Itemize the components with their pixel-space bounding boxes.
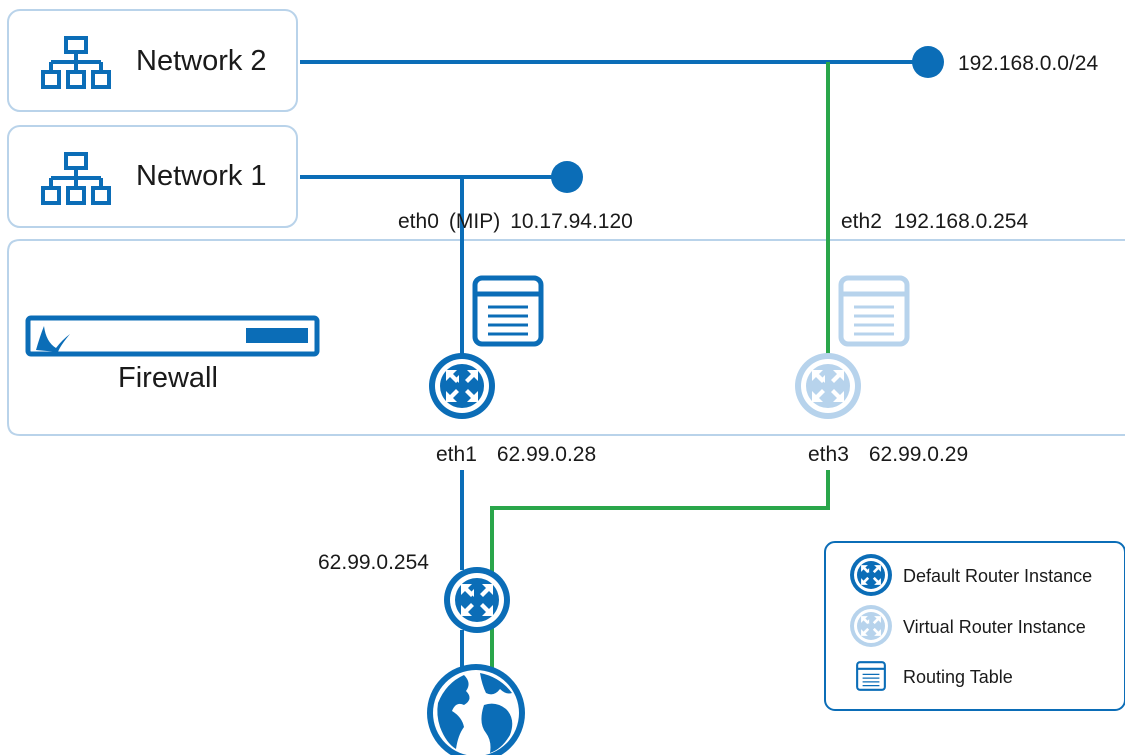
firewall-label: Firewall (118, 362, 218, 394)
router-icon (850, 605, 892, 647)
network1-endpoint (551, 161, 583, 193)
network2-endpoint (912, 46, 944, 78)
legend-routing-table-label: Routing Table (903, 667, 1013, 687)
eth3-link (490, 470, 830, 672)
routing-table-icon (841, 278, 907, 344)
legend: Default Router Instance Virtual Router I… (824, 541, 1125, 711)
network2-subnet: 192.168.0.0/24 (958, 52, 1098, 75)
eth0-label: eth0(MIP)10.17.94.120 (398, 210, 633, 233)
upstream-router-ip: 62.99.0.254 (318, 551, 429, 574)
legend-virtual-router-label: Virtual Router Instance (903, 617, 1086, 637)
router-icon (429, 353, 495, 419)
globe-icon (427, 664, 525, 755)
router-icon (795, 353, 861, 419)
router-icon (444, 567, 510, 633)
network2-label: Network 2 (136, 45, 267, 77)
routing-table-icon (856, 661, 886, 691)
firewall-appliance-icon (25, 315, 320, 357)
routing-table-icon (475, 278, 541, 344)
network1-label: Network 1 (136, 160, 267, 192)
legend-default-router-label: Default Router Instance (903, 566, 1092, 586)
blue-links (300, 60, 928, 672)
router-icon (850, 554, 892, 596)
